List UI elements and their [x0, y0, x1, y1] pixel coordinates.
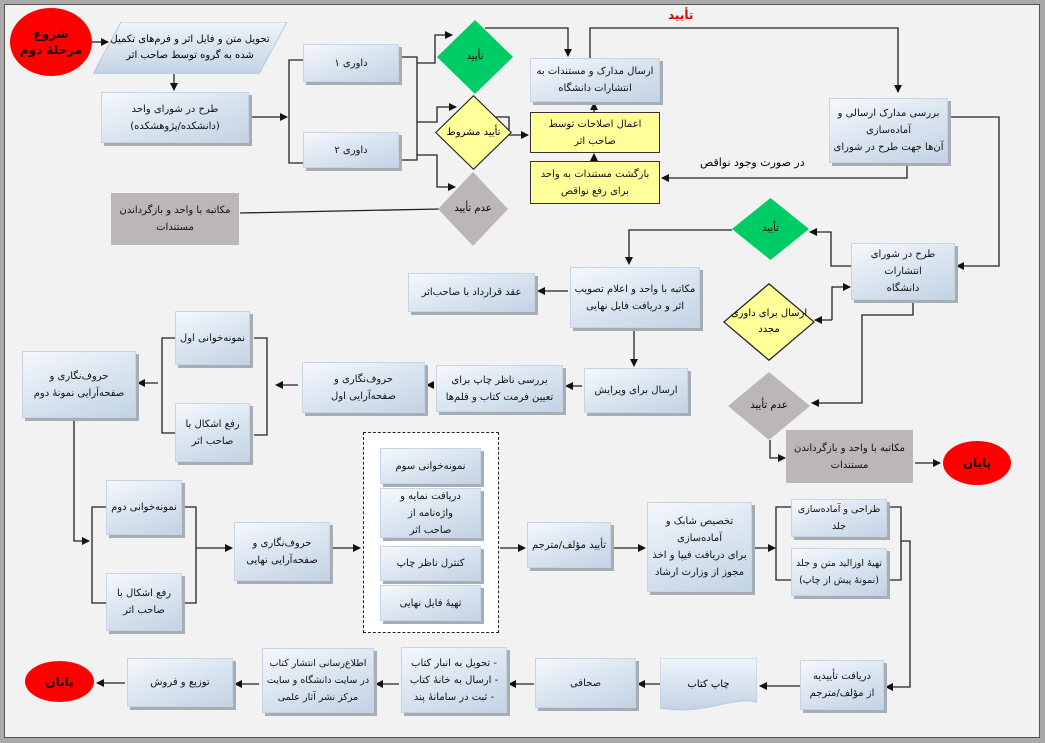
- review1-box: داوری ۱: [303, 44, 399, 82]
- deliver-text-parallelogram: تحویل متن و فایل اثر و فرم‌های تکمیل شده…: [93, 22, 287, 74]
- distribute-box: توزیع و فروش: [127, 658, 233, 707]
- binding-box: صحافی: [535, 658, 636, 708]
- fix2-box: رفع اشکال با صاحب اثر: [106, 573, 182, 631]
- return-docs-box: بازگشت مستندات به واحد برای رفع نواقص: [530, 161, 660, 204]
- announce-box: اطلاع‌رسانی انتشار کتاب در سایت دانشگاه …: [262, 648, 374, 713]
- apply-corrections-box: اعمال اصلاحات توسط صاحب اثر: [530, 112, 660, 153]
- fix1-box: رفع اشکال با صاحب اثر: [175, 403, 250, 462]
- cover-box: طراحی و آماده‌سازی جلد: [791, 499, 887, 537]
- isbn-box: تخصیص شابک و آماده‌سازی برای دریافت فیپا…: [647, 502, 752, 592]
- print-book-label: چاپ کتاب: [687, 679, 730, 690]
- conditional1-label: تأیید مشروط: [446, 126, 501, 138]
- proof1-box: نمونه‌خوانی اول: [175, 311, 250, 365]
- warehouse-box: - تحویل به انبار کتاب - ارسال به خانهٔ ک…: [401, 647, 507, 713]
- unit-council-box: طرح در شورای واحد (دانشکده/پژوهشکده): [101, 92, 249, 143]
- check-docs-box: بررسی مدارک ارسالی و آماده‌سازی آن‌ها جه…: [829, 98, 948, 163]
- proof2-box: نمونه‌خوانی دوم: [106, 480, 182, 535]
- approve-top-label: تأیید: [668, 8, 694, 22]
- typeset1-box: حروف‌نگاری و صفحه‌آرایی اول: [302, 362, 425, 413]
- typeset-final-box: حروف‌نگاری و صفحه‌آرایی نهایی: [234, 522, 330, 581]
- print-supervisor-box: بررسی ناظر چاپ برای تعیین فرمت کتاب و قل…: [436, 365, 563, 412]
- review2-box: داوری ۲: [303, 132, 399, 168]
- send-docs-box: ارسال مدارک و مستندات به انتشارات دانشگا…: [530, 58, 660, 102]
- contract-box: عقد قرارداد با صاحب‌اثر: [408, 273, 535, 312]
- approve1-label: تأیید: [466, 51, 484, 62]
- print-control-box: کنترل ناظر چاپ: [380, 546, 481, 581]
- reject1-label: عدم تأیید: [454, 203, 492, 214]
- reject2-diamond: عدم تأیید: [728, 372, 810, 440]
- typeset2-box: حروف‌نگاری و صفحه‌آرایی نمونهٔ دوم: [22, 351, 136, 418]
- end1-oval: پایان: [943, 441, 1011, 485]
- if-defects-label: در صورت وجود نواقص: [700, 156, 805, 169]
- reject1-diamond: عدم تأیید: [438, 172, 508, 246]
- send-edit-box: ارسال برای ویرایش: [584, 368, 688, 413]
- proof3-box: نمونه‌خوانی سوم: [380, 448, 481, 484]
- receive-approval-box: دریافت تأییدیه از مؤلف/مترجم: [800, 660, 884, 710]
- ozalid-box: تهیهٔ اوزالید متن و جلد (نمونهٔ پیش از چ…: [791, 548, 887, 596]
- approve2-label: تأیید: [762, 223, 779, 234]
- start-oval: شروع مرحلهٔ دوم: [10, 8, 92, 76]
- index-box: دریافت نمایه و واژه‌نامه از صاحب اثر: [380, 488, 481, 538]
- reject-letter1-box: مکاتبه با واحد و بازگرداندن مستندات: [111, 193, 239, 245]
- re-review-diamond: ارسال برای داوری مجدد: [723, 283, 815, 361]
- author-approval-box: تأیید مؤلف/مترجم: [527, 522, 611, 568]
- approval-letter-box: مکاتبه با واحد و اعلام تصویب اثر و دریاف…: [570, 267, 700, 328]
- approve1-diamond: تأیید: [437, 20, 513, 94]
- reject-letter2-box: مکاتبه با واحد و بازگرداندن مستندات: [786, 430, 913, 483]
- pub-council-box: طرح در شورای انتشارات دانشگاه: [851, 243, 955, 300]
- final-file-box: تهیهٔ فایل نهایی: [380, 585, 481, 621]
- print-book-document: چاپ کتاب: [660, 658, 757, 712]
- approve2-diamond: تأیید: [732, 198, 809, 260]
- end2-oval: پایان: [25, 661, 94, 702]
- re-review-label: ارسال برای داوری مجدد: [730, 308, 808, 335]
- deliver-text-label: تحویل متن و فایل اثر و فرم‌های تکمیل شده…: [110, 34, 270, 61]
- reject2-label: عدم تأیید: [750, 400, 788, 411]
- conditional1-diamond: تأیید مشروط: [435, 95, 512, 170]
